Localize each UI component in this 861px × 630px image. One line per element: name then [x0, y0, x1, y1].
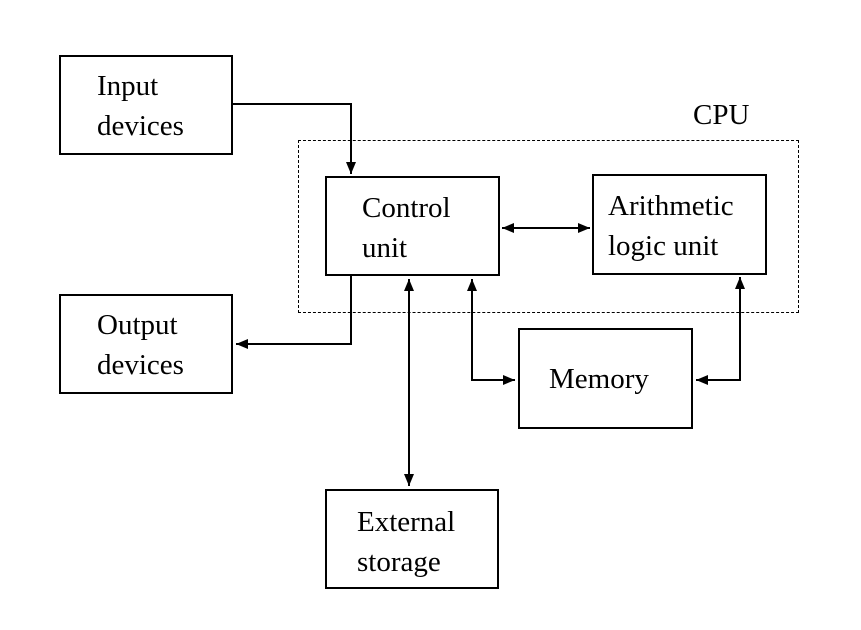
cpu-label: CPU [693, 99, 750, 131]
external-storage-box: External storage [325, 489, 499, 589]
external-storage-label: External storage [357, 506, 456, 578]
alu-box: Arithmetic logic unit [592, 174, 767, 275]
memory-box: Memory [518, 328, 693, 429]
edge-alu-memory [696, 277, 745, 385]
memory-label: Memory [549, 363, 649, 395]
edge-control-to-output [236, 276, 352, 349]
control-unit-label: Control unit [362, 192, 451, 264]
input-devices-box: Input devices [59, 55, 233, 155]
output-devices-label: Output devices [97, 309, 184, 381]
edge-input-to-control [233, 103, 356, 174]
control-unit-box: Control unit [325, 176, 500, 276]
cpu-boundary [298, 140, 799, 313]
input-devices-label: Input devices [97, 70, 184, 142]
output-devices-box: Output devices [59, 294, 233, 394]
alu-label: Arithmetic logic unit [608, 190, 734, 262]
